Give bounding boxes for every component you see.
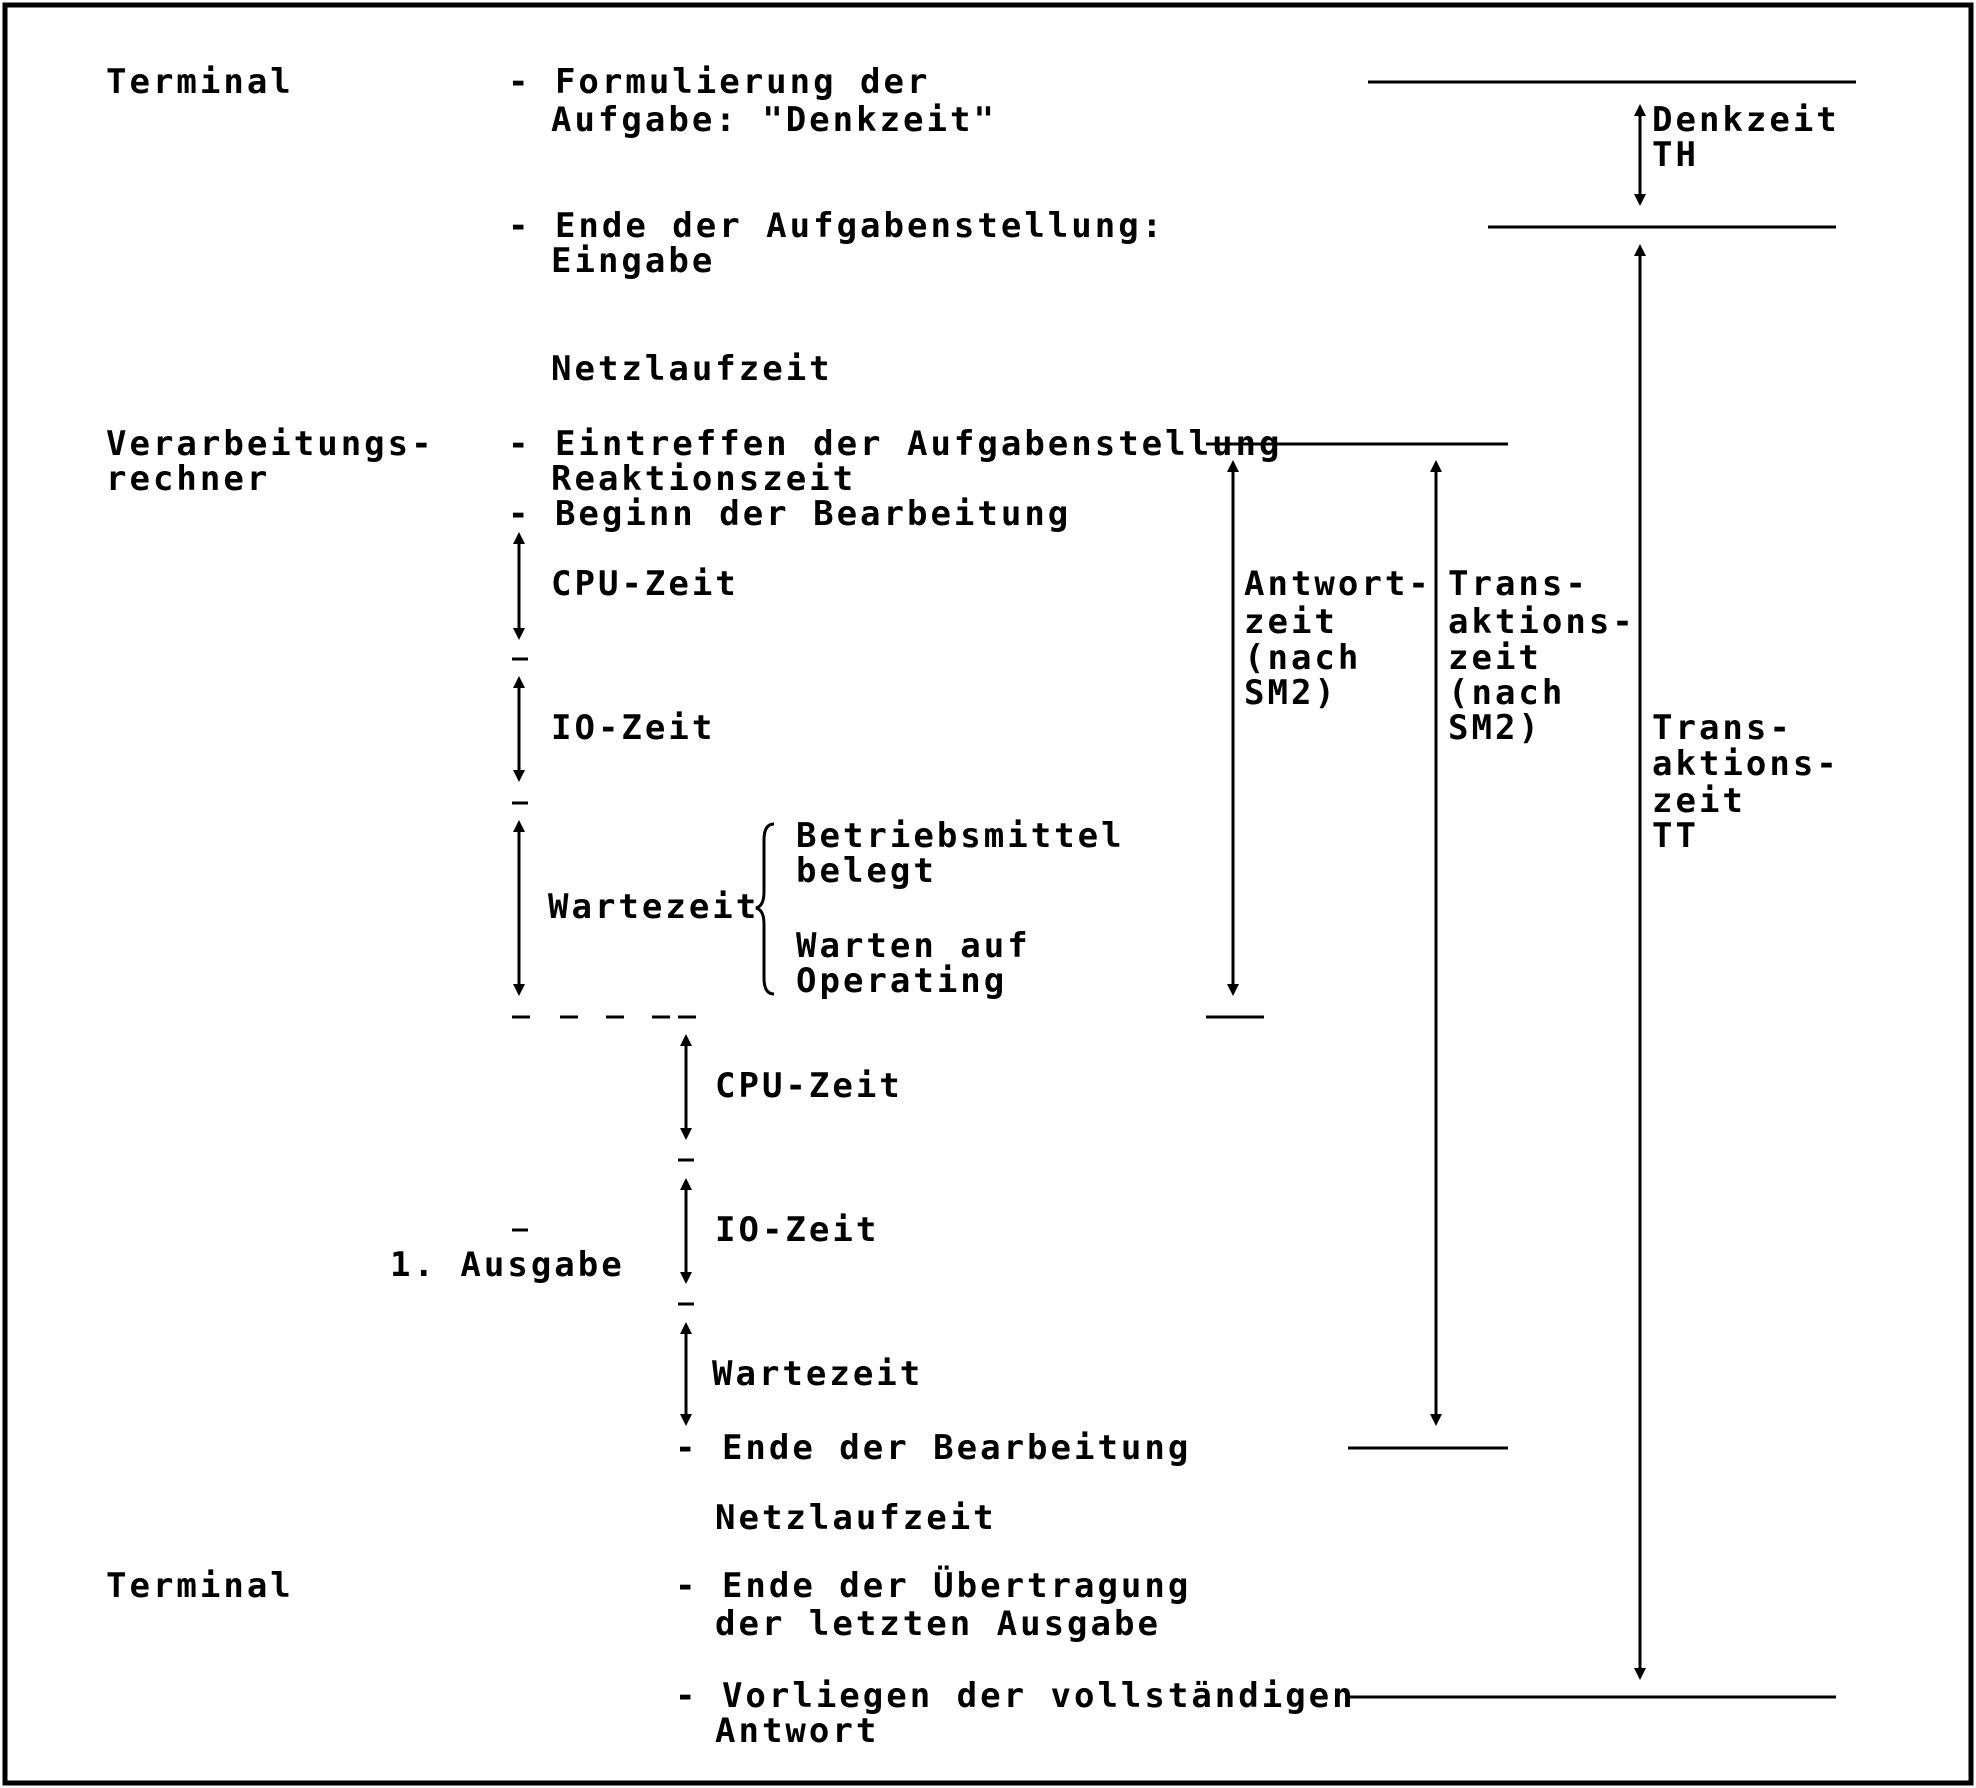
- interval-transaktion-tt-line2: aktions-: [1652, 744, 1840, 784]
- cause-betriebsmittel-line2: belegt: [796, 851, 937, 891]
- cause-warten-line2: Operating: [796, 961, 1007, 1001]
- interval-transaktion-sm2-line5: SM2): [1448, 708, 1542, 748]
- lane-processor-line1: Verarbeitungs-: [106, 424, 435, 464]
- step-reaktionszeit: Reaktionszeit: [551, 459, 856, 499]
- interval-transaktion-tt-line4: TT: [1652, 816, 1699, 856]
- interval-transaktion-sm2-line1: Trans-: [1448, 564, 1589, 604]
- interval-antwortzeit-line2: zeit: [1244, 602, 1338, 642]
- step-ende-bearbeitung: - Ende der Bearbeitung: [675, 1428, 1191, 1468]
- brace-wartezeit: [755, 822, 775, 996]
- step-formulierung-line1: - Formulierung der: [508, 62, 930, 102]
- step-wartezeit-1: Wartezeit: [548, 887, 759, 927]
- cause-betriebsmittel-line1: Betriebsmittel: [796, 816, 1125, 856]
- lane-terminal-bottom: Terminal: [106, 1566, 294, 1606]
- interval-denkzeit-line1: Denkzeit: [1652, 100, 1840, 140]
- interval-transaktion-sm2-line3: zeit: [1448, 638, 1542, 678]
- step-wartezeit-2: Wartezeit: [712, 1354, 923, 1394]
- step-erste-ausgabe: 1. Ausgabe: [390, 1245, 625, 1285]
- step-netzlaufzeit-2: Netzlaufzeit: [715, 1498, 997, 1538]
- step-ende-uebertragung-line1: - Ende der Übertragung: [675, 1565, 1191, 1606]
- interval-transaktion-tt-line3: zeit: [1652, 781, 1746, 821]
- reference-lines: [1206, 80, 1856, 1699]
- tick-marks: [512, 657, 696, 1306]
- step-formulierung-line2: Aufgabe: "Denkzeit": [551, 100, 997, 140]
- interval-transaktion-tt-line1: Trans-: [1652, 708, 1793, 748]
- step-io-1: IO-Zeit: [551, 708, 715, 748]
- step-vorliegen-line1: - Vorliegen der vollständigen: [675, 1676, 1356, 1716]
- interval-antwortzeit-line3: (nach: [1244, 638, 1361, 678]
- cause-warten-line1: Warten auf: [796, 926, 1031, 966]
- step-ende-aufgabe-line2: Eingabe: [551, 241, 715, 281]
- interval-transaktion-sm2-line2: aktions-: [1448, 602, 1636, 642]
- step-cpu-1: CPU-Zeit: [551, 564, 739, 604]
- interval-transaktion-sm2-line4: (nach: [1448, 673, 1565, 713]
- step-netzlaufzeit-1: Netzlaufzeit: [551, 349, 833, 389]
- lane-processor-line2: rechner: [106, 459, 270, 499]
- interval-antwortzeit-line4: SM2): [1244, 673, 1338, 713]
- step-beginn: - Beginn der Bearbeitung: [508, 494, 1071, 534]
- labels: Terminal Verarbeitungs- rechner Terminal…: [106, 62, 1840, 1751]
- step-io-2: IO-Zeit: [715, 1210, 879, 1250]
- interval-antwortzeit-line1: Antwort-: [1244, 564, 1432, 604]
- step-eintreffen: - Eintreffen der Aufgabenstellung: [508, 424, 1283, 464]
- step-cpu-2: CPU-Zeit: [715, 1066, 903, 1106]
- step-ende-aufgabe-line1: - Ende der Aufgabenstellung:: [508, 206, 1165, 246]
- interval-arrows: [513, 104, 1646, 1680]
- step-ende-uebertragung-line2: der letzten Ausgabe: [715, 1604, 1161, 1644]
- step-vorliegen-line2: Antwort: [715, 1711, 879, 1751]
- lane-terminal-top: Terminal: [106, 62, 294, 102]
- interval-denkzeit-line2: TH: [1652, 135, 1699, 175]
